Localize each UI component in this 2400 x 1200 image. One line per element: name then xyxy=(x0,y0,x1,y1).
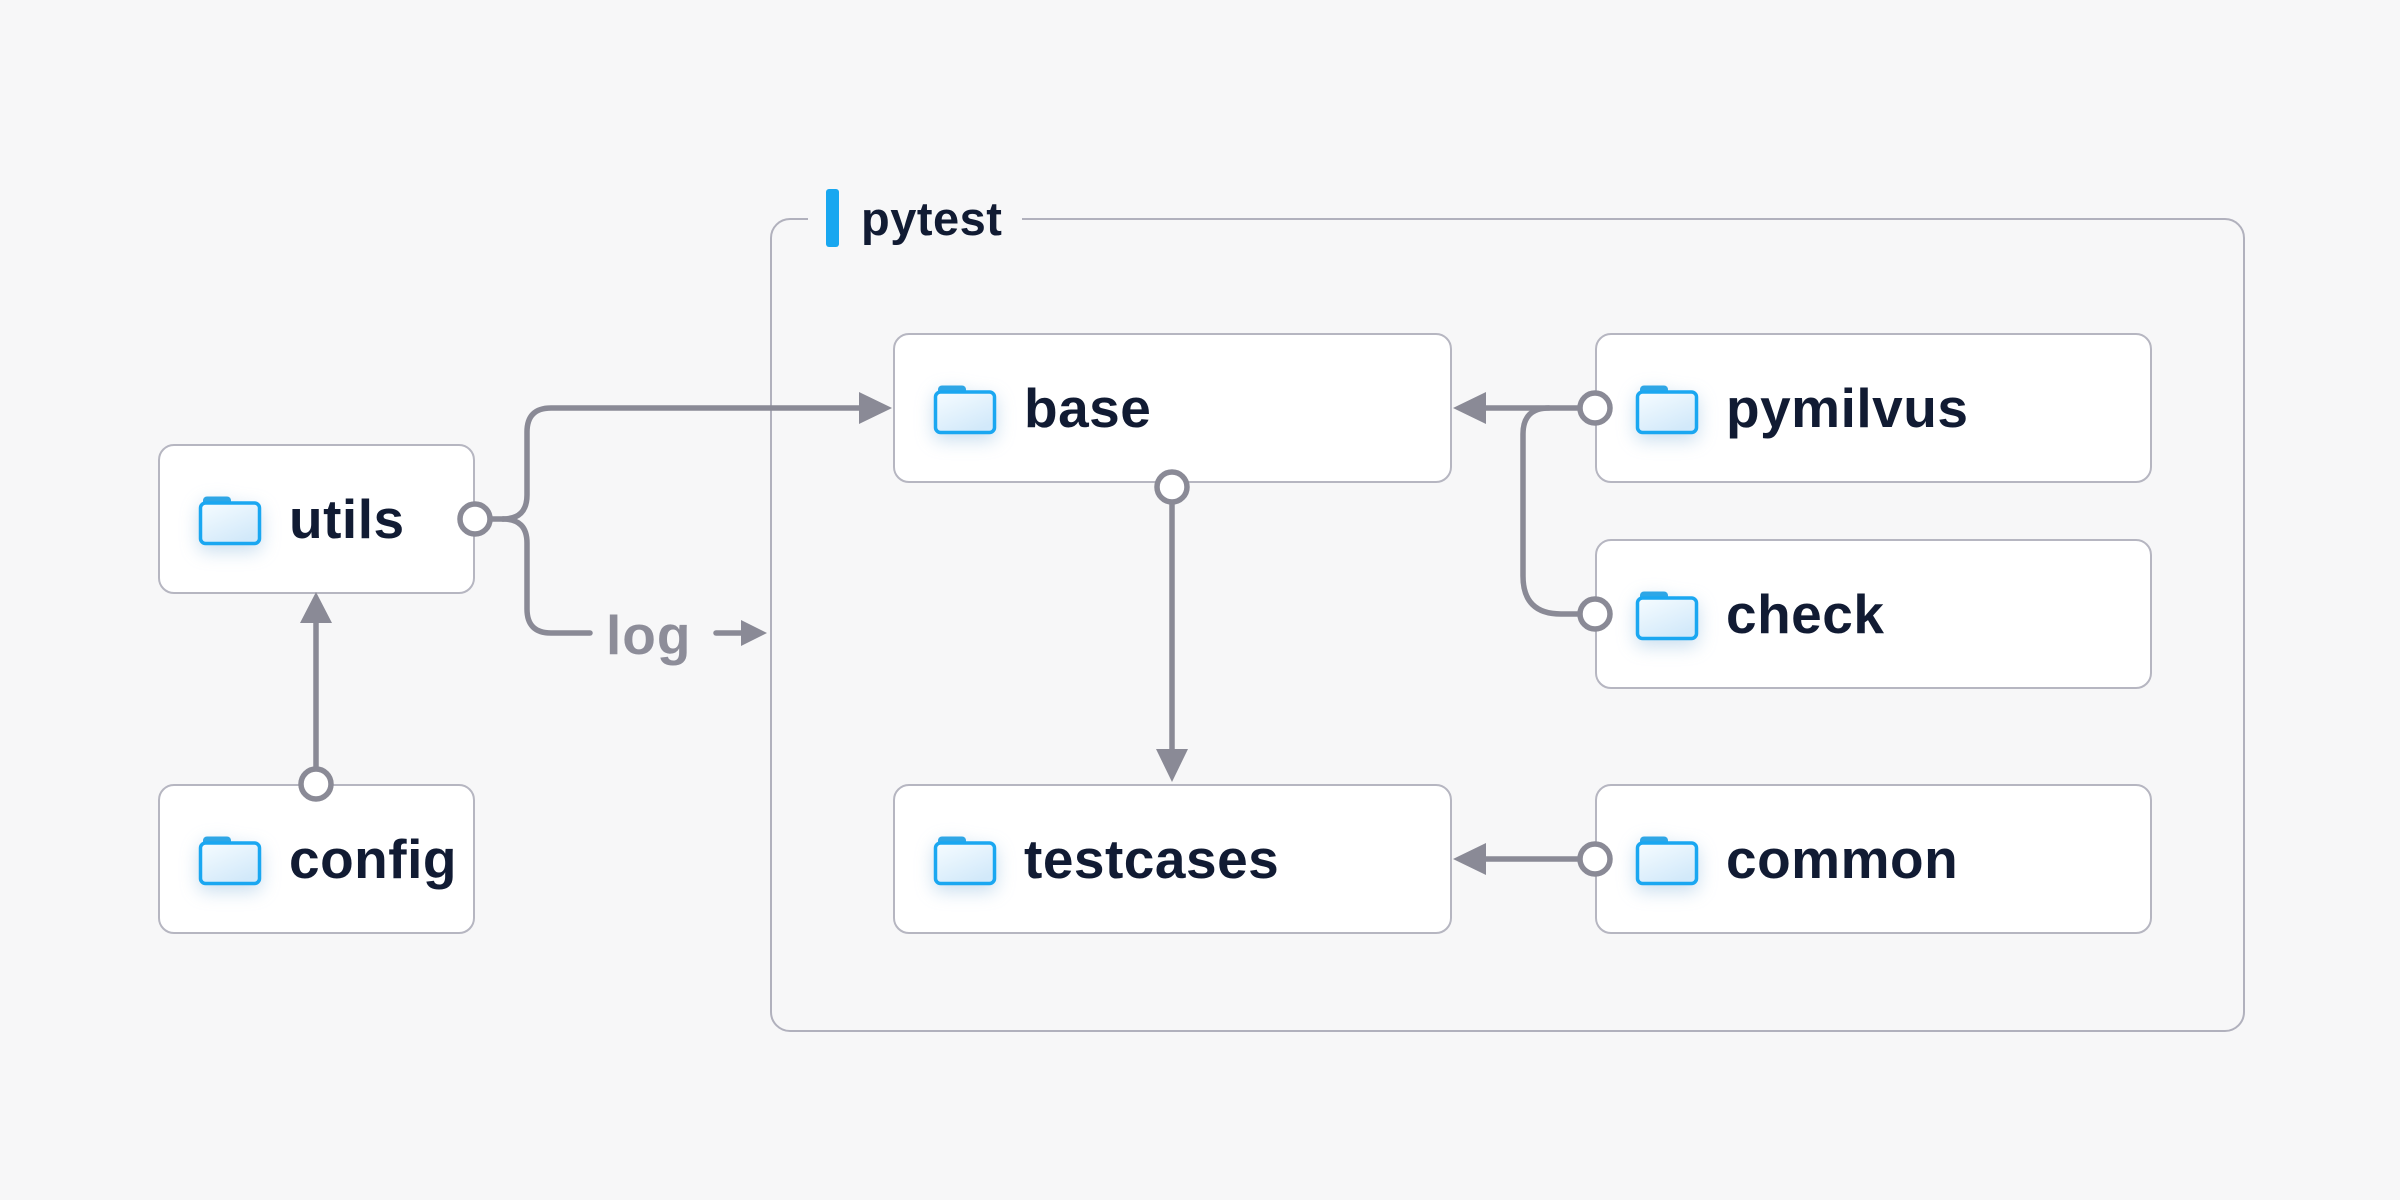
pytest-group-label: pytest xyxy=(808,188,1023,248)
node-common[interactable]: common xyxy=(1595,784,2152,934)
node-check[interactable]: check xyxy=(1595,539,2152,689)
group-title: pytest xyxy=(861,191,1003,245)
node-config[interactable]: config xyxy=(158,784,475,934)
node-utils[interactable]: utils xyxy=(158,444,475,594)
edge-utils-log xyxy=(500,516,593,636)
folder-icon xyxy=(1635,385,1699,435)
node-label: common xyxy=(1726,828,1959,890)
folder-icon xyxy=(933,836,997,886)
node-label: pymilvus xyxy=(1726,377,1969,439)
folder-icon xyxy=(198,496,262,546)
edge-label-log: log xyxy=(606,604,692,666)
folder-icon xyxy=(1635,591,1699,641)
accent-bar-icon xyxy=(826,189,839,247)
pytest-group-container xyxy=(770,218,2245,1032)
node-label: utils xyxy=(289,488,405,550)
folder-icon xyxy=(1635,836,1699,886)
node-label: config xyxy=(289,828,457,890)
node-base[interactable]: base xyxy=(893,333,1452,483)
node-testcases[interactable]: testcases xyxy=(893,784,1452,934)
folder-icon xyxy=(933,385,997,435)
node-pymilvus[interactable]: pymilvus xyxy=(1595,333,2152,483)
folder-icon xyxy=(198,836,262,886)
arrowhead-log xyxy=(741,620,767,646)
arrowhead-into-utils xyxy=(300,592,332,623)
node-label: check xyxy=(1726,583,1885,645)
node-label: base xyxy=(1024,377,1152,439)
node-label: testcases xyxy=(1024,828,1280,890)
